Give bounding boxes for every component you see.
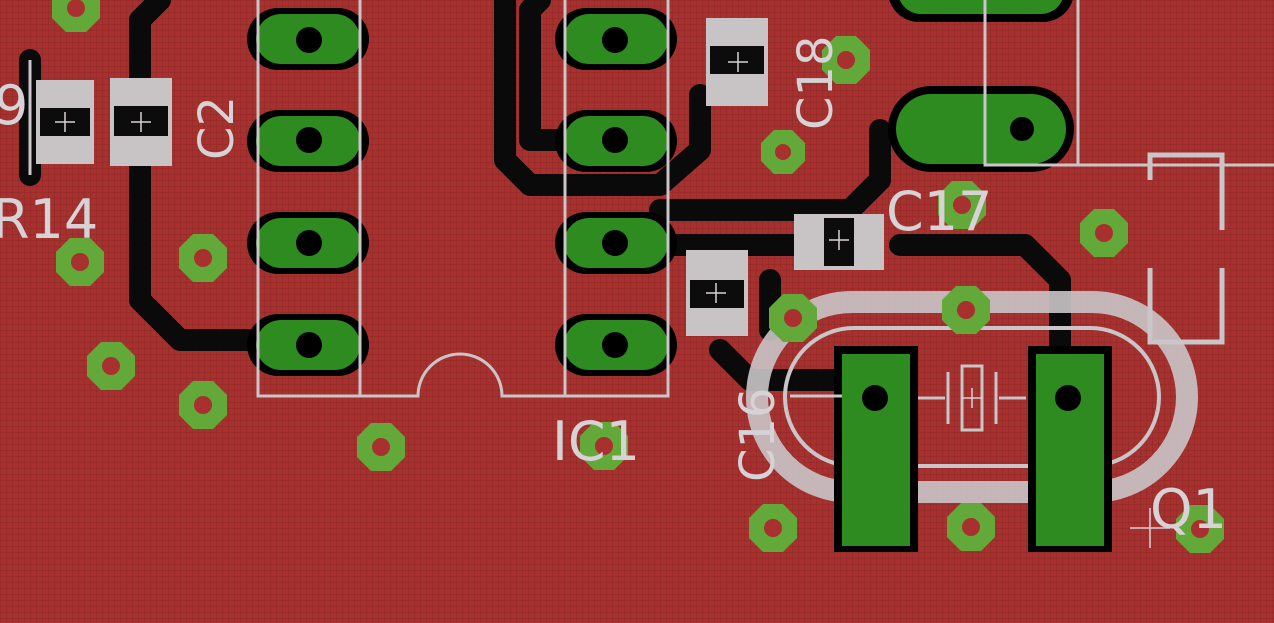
ic1-label: IC1 [552,410,640,473]
crystal-pad-large[interactable] [888,0,1074,22]
q1-label: Q1 [1150,478,1227,541]
ic1-pin-column-right[interactable] [555,8,677,376]
r9-label: 9 [0,74,28,137]
ic1-pin-column-left[interactable] [247,8,369,376]
c16-label: C16 [730,387,786,482]
ic1-inner-lines [358,0,567,396]
c17-label: C17 [886,180,992,243]
c18-label: C18 [788,35,844,130]
ic1-outline [256,0,670,398]
connector-outline [983,0,1274,345]
r14-label: R14 [0,188,98,251]
via-group[interactable] [52,0,1224,553]
c17-pad-large[interactable] [888,86,1074,172]
origin-markers [55,52,1170,548]
crystal-symbol-icon [918,364,1026,432]
c2-label: C2 [189,96,245,160]
